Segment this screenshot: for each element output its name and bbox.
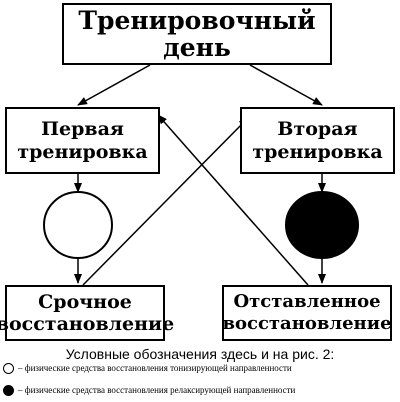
arrow-day-to-second	[249, 64, 323, 106]
black-circle-icon	[3, 384, 14, 396]
first-training-line2: тренировка	[17, 140, 148, 163]
relax-recovery-circle	[285, 191, 359, 259]
first-training-line1: Первая	[41, 117, 124, 140]
legend-item-relax: – физические средства восстановления рел…	[3, 383, 399, 397]
legend-item-tonic-text: – физические средства восстановления тон…	[18, 362, 292, 373]
second-training-box: Вторая тренировка	[240, 107, 395, 174]
legend-item-tonic: – физические средства восстановления тон…	[3, 361, 399, 375]
training-day-title-line2: день	[163, 33, 231, 62]
legend-item-relax-text: – физические средства восстановления рел…	[18, 384, 296, 395]
urgent-recovery-box: Срочное восстановление	[0, 285, 174, 341]
urgent-recovery-line2: восстановление	[0, 313, 175, 335]
arrow-delayed-to-first	[157, 114, 309, 286]
first-training-box: Первая тренировка	[5, 107, 160, 174]
arrow-day-to-first	[77, 64, 151, 106]
arrow-urgent-to-second	[82, 117, 249, 286]
white-circle-icon	[3, 362, 14, 374]
delayed-recovery-line1: Отставленное	[233, 291, 381, 312]
second-training-line1: Вторая	[277, 117, 358, 140]
delayed-recovery-box: Отставленное восстановление	[222, 285, 392, 341]
second-training-line2: тренировка	[252, 140, 383, 163]
urgent-recovery-line1: Срочное	[38, 291, 132, 313]
legend-title: Условные обозначения здесь и на рис. 2:	[65, 346, 335, 362]
training-day-title-line1: Тренировочный	[78, 6, 316, 35]
tonic-recovery-circle	[43, 191, 113, 259]
training-day-box: Тренировочный день	[62, 3, 332, 65]
delayed-recovery-line2: восстановление	[222, 313, 392, 334]
